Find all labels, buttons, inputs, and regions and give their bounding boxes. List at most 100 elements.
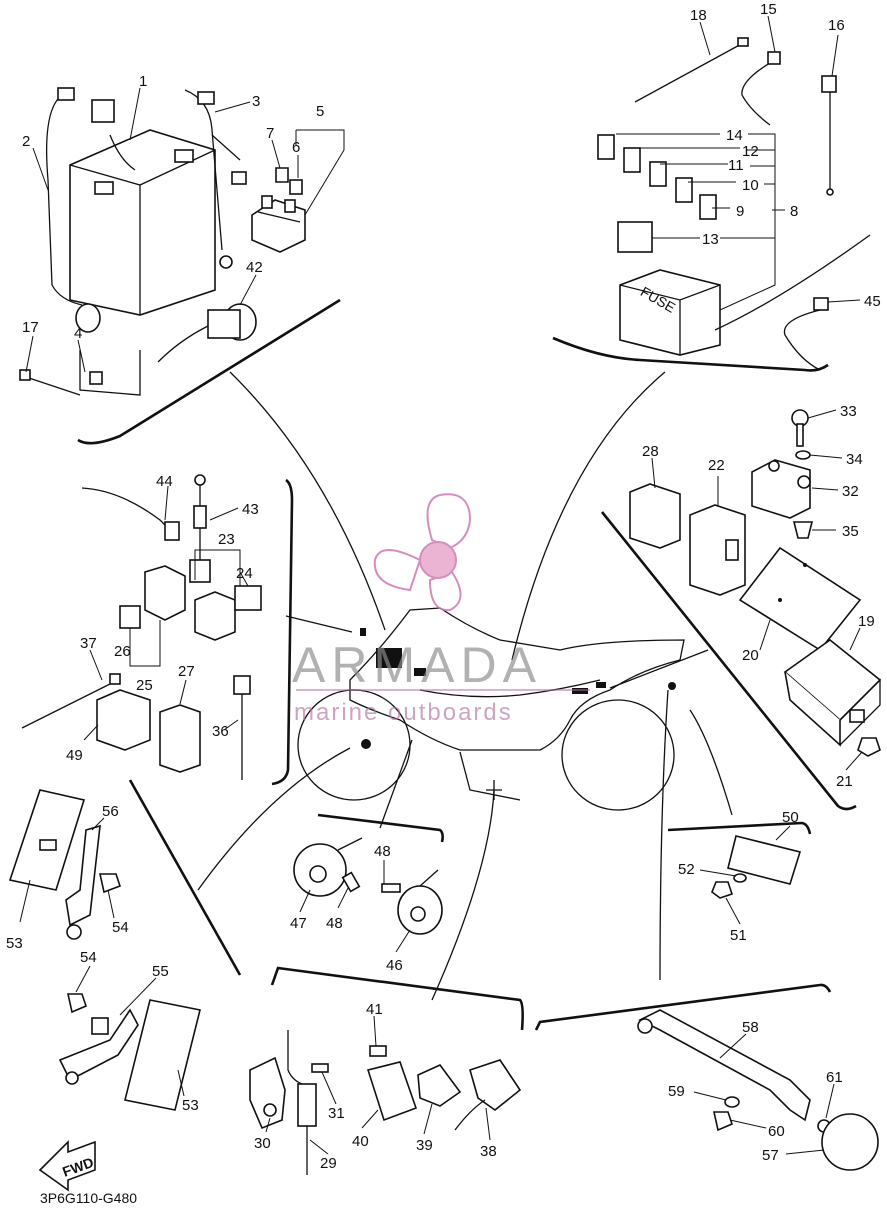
relay-49 — [96, 689, 151, 751]
relay-fuse — [289, 179, 303, 195]
callout-27: 27 — [178, 663, 195, 680]
callout-55: 55 — [152, 963, 169, 980]
nut-54b — [67, 993, 87, 1014]
screw — [275, 167, 289, 183]
nut-54a — [99, 873, 122, 894]
callout-29: 29 — [320, 1155, 337, 1172]
reflector-50 — [727, 835, 802, 885]
clamp-45 — [783, 297, 829, 371]
nut-60 — [713, 1111, 733, 1132]
callout-54b: 54 — [80, 949, 97, 966]
callout-13: 13 — [702, 231, 719, 248]
cable-tie-37 — [21, 673, 121, 729]
callout-21: 21 — [836, 773, 853, 790]
callout-48b: 48 — [326, 915, 343, 932]
rear-reflector-group — [58, 993, 201, 1111]
relay-26 — [119, 605, 141, 629]
watermark-tagline: marine outboards — [294, 699, 513, 726]
bolt-33 — [791, 409, 809, 447]
callout-61: 61 — [826, 1069, 843, 1086]
callout-46: 46 — [386, 957, 403, 974]
relay-22 — [194, 591, 236, 641]
horn-46 — [397, 869, 443, 935]
callout-11: 11 — [728, 157, 744, 174]
callout-39: 39 — [416, 1137, 433, 1154]
switch-29 — [297, 1083, 317, 1175]
callout-34: 34 — [846, 451, 863, 468]
grommet-35 — [792, 521, 814, 539]
washer-34 — [795, 450, 811, 460]
unit-28 — [629, 483, 681, 549]
side-reflector-group — [711, 835, 802, 899]
bracket-group — [637, 1009, 879, 1171]
propeller-logo — [373, 493, 472, 612]
group-divider-lines — [77, 298, 857, 1031]
callout-48a: 48 — [374, 843, 391, 860]
bolt-48a — [341, 871, 361, 893]
unit-22 — [689, 504, 746, 596]
coupler-32 — [751, 459, 811, 519]
horn-47 — [293, 837, 363, 897]
callout-9: 9 — [736, 203, 744, 220]
callout-17: 17 — [22, 319, 39, 336]
relay-27 — [159, 704, 201, 773]
battery-cable-positive — [184, 89, 247, 269]
clamp-36 — [233, 675, 251, 780]
fuses — [597, 134, 717, 253]
reflector-53b — [124, 999, 201, 1111]
vehicle-outline — [297, 607, 685, 811]
battery-group — [19, 87, 306, 396]
nut-21 — [857, 737, 881, 757]
fuse-box: FUSE — [619, 269, 721, 356]
battery-cable-negative — [45, 87, 115, 333]
clamp-44 — [81, 487, 180, 541]
callout-45: 45 — [864, 293, 881, 310]
callout-44: 44 — [156, 473, 173, 490]
callout-56: 56 — [102, 803, 119, 820]
callout-35: 35 — [842, 523, 859, 540]
callout-8: 8 — [790, 203, 798, 220]
bracket-56 — [65, 824, 101, 927]
reflector-57 — [821, 1113, 879, 1171]
callout-4: 4 — [74, 325, 82, 342]
relay-23 — [144, 565, 186, 621]
switch-group — [249, 1030, 522, 1175]
callout-26: 26 — [114, 643, 131, 660]
callout-10: 10 — [742, 177, 759, 194]
power-socket — [157, 303, 257, 363]
callout-28: 28 — [642, 443, 659, 460]
callout-59: 59 — [668, 1083, 685, 1100]
screw-31 — [311, 1063, 329, 1073]
callout-57: 57 — [762, 1147, 779, 1164]
callout-54a: 54 — [112, 919, 129, 936]
control-units-group — [629, 409, 882, 757]
callout-12: 12 — [742, 143, 759, 160]
callout-22: 22 — [708, 457, 725, 474]
diagram-code: 3P6G110-G480 — [40, 1190, 137, 1206]
cable-tie-18 — [634, 37, 749, 103]
forward-arrow: FWD — [38, 1140, 96, 1192]
bracket-58 — [638, 1009, 811, 1122]
callout-32: 32 — [842, 483, 859, 500]
callout-33: 33 — [840, 403, 857, 420]
watermark: ARMADA marine outboards — [292, 493, 590, 726]
callout-31: 31 — [328, 1105, 345, 1122]
callout-53a: 53 — [6, 935, 23, 952]
screw-41 — [369, 1045, 387, 1057]
leader-lines — [19, 15, 863, 1155]
cable-tie-17 — [19, 369, 81, 396]
bracket-20 — [738, 546, 862, 652]
callout-18: 18 — [690, 7, 707, 24]
fuse-box-group: FUSE — [597, 37, 871, 371]
callout-2: 2 — [22, 133, 30, 150]
callout-47: 47 — [290, 915, 307, 932]
callout-7: 7 — [266, 125, 274, 142]
starter-relay — [251, 195, 306, 253]
harness-clamp-4 — [79, 350, 141, 396]
callout-43: 43 — [242, 501, 259, 518]
cable-tie-15 — [741, 51, 781, 126]
washer-59 — [724, 1096, 740, 1108]
callout-36: 36 — [212, 723, 229, 740]
callout-5: 5 — [316, 103, 324, 120]
